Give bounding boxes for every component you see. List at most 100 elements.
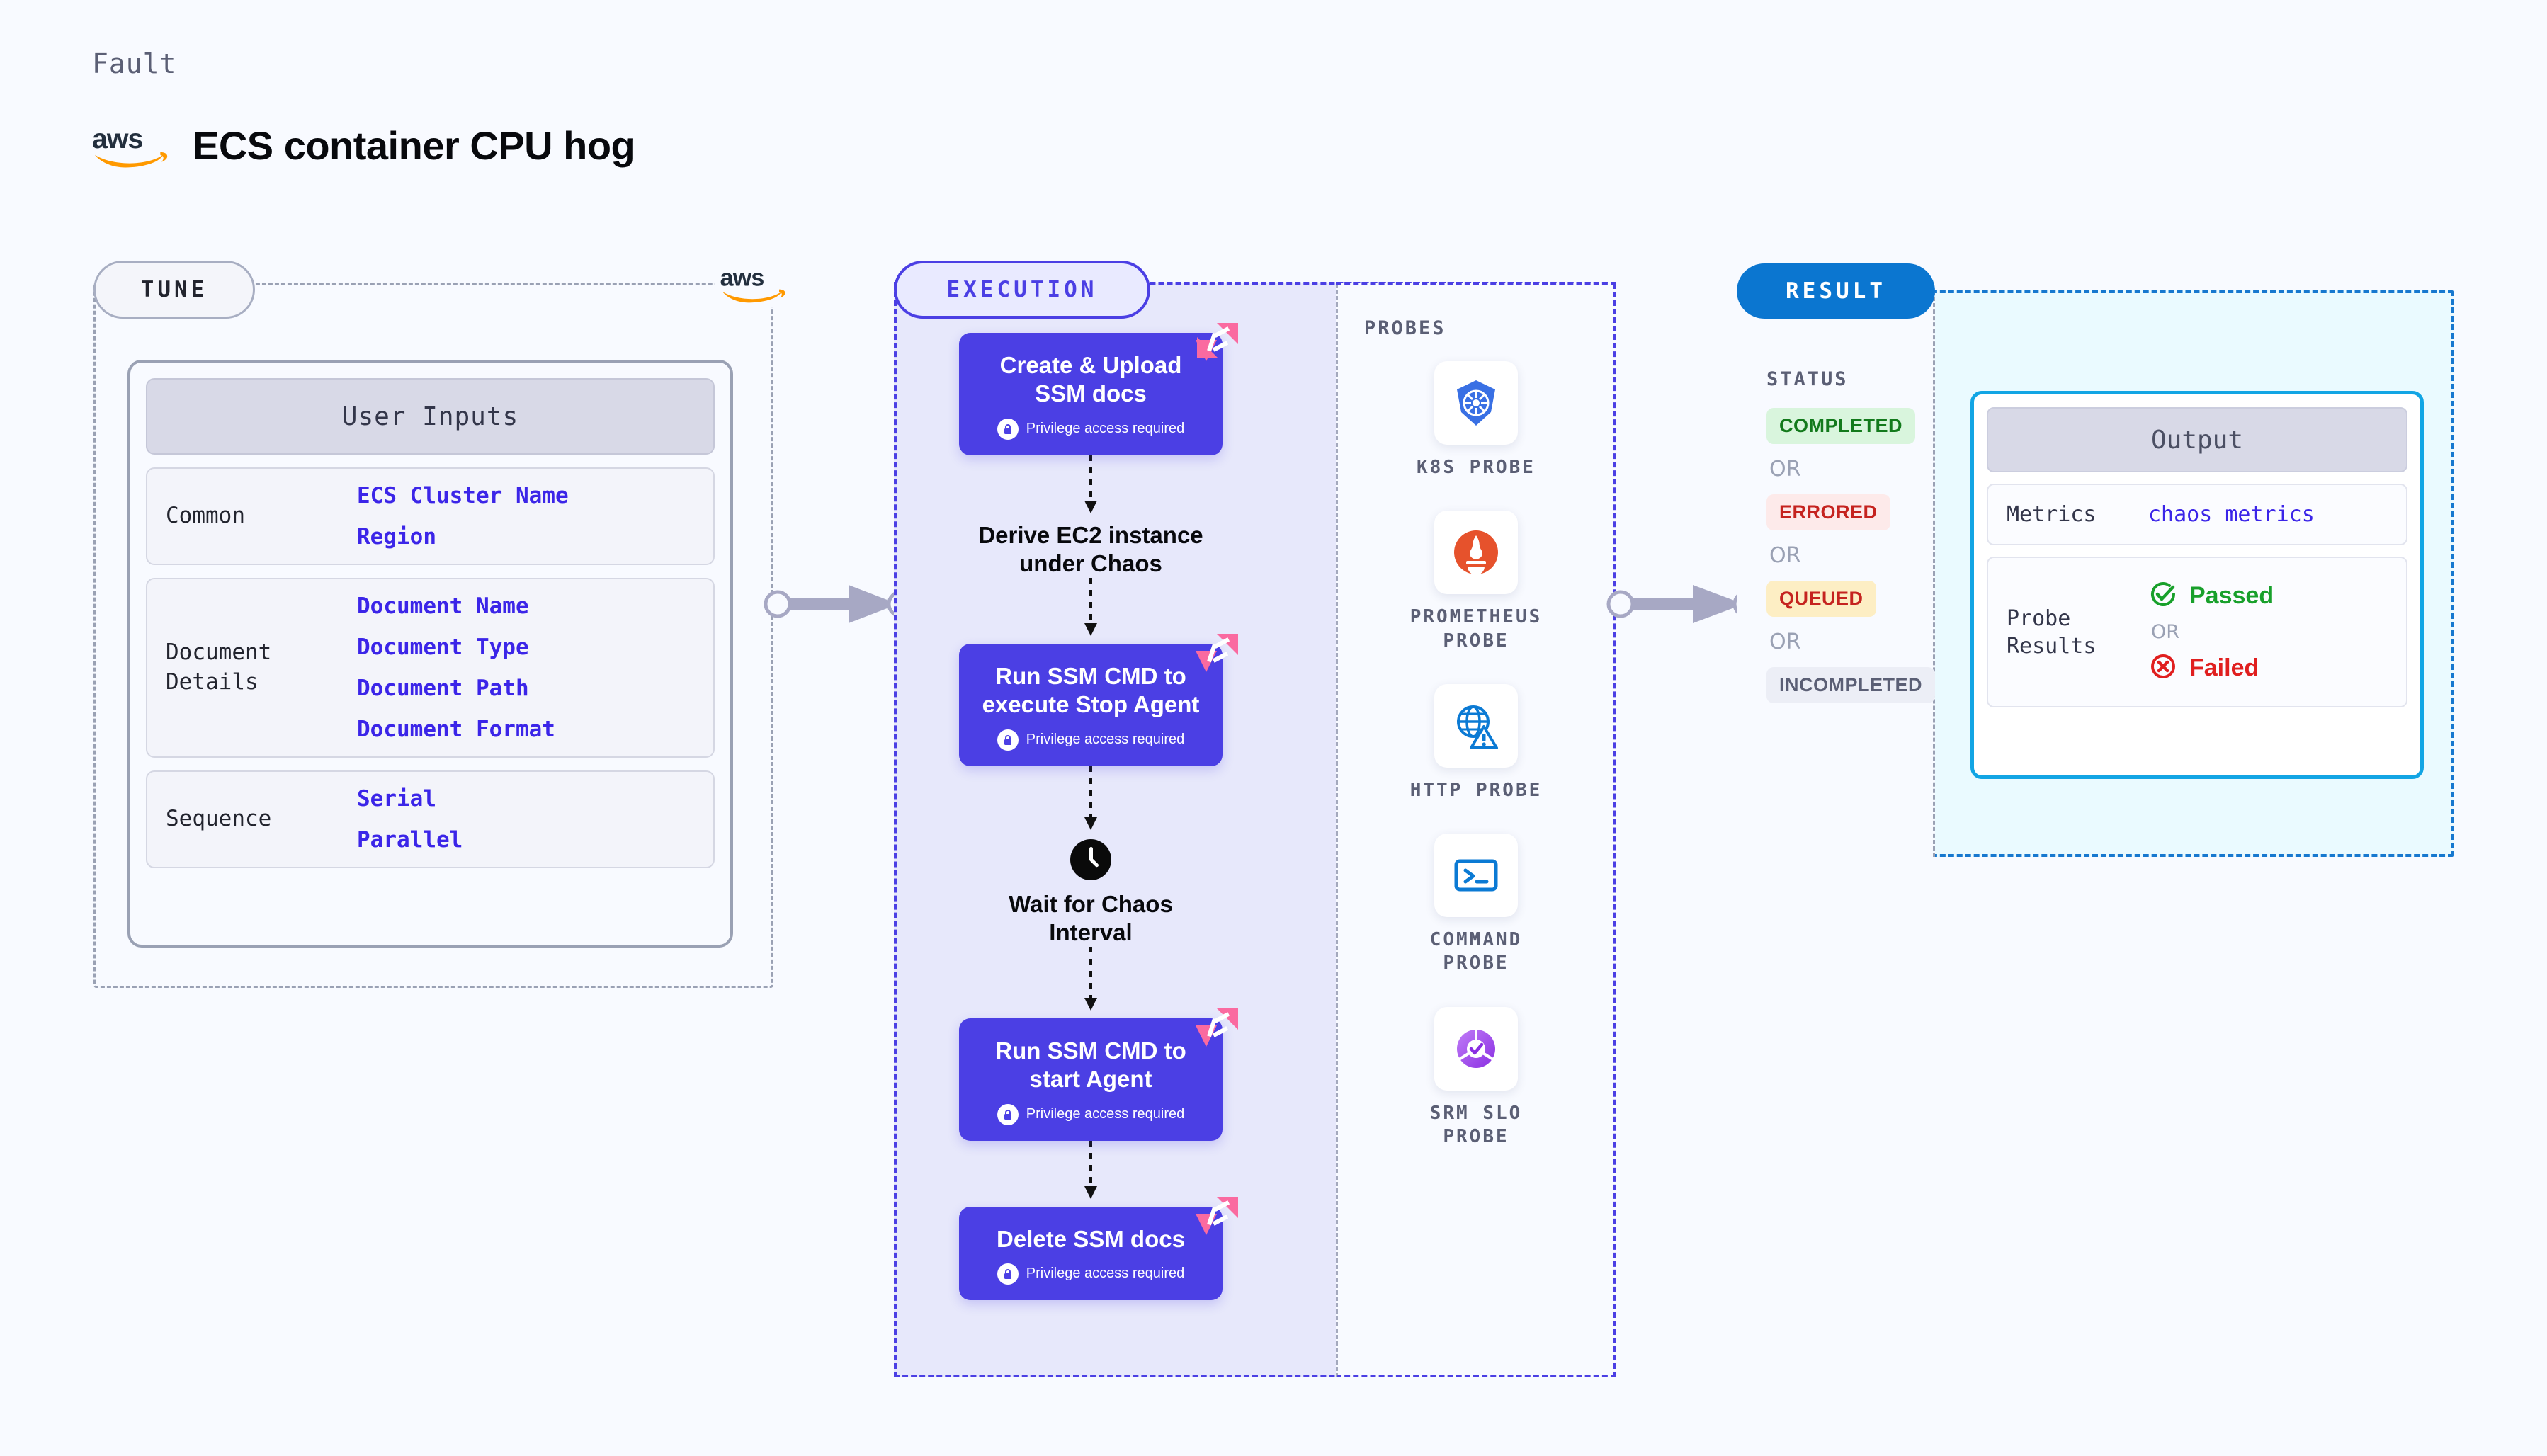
- execution-badge: EXECUTION: [894, 261, 1150, 319]
- status-badge-queued: QUEUED: [1766, 581, 1876, 617]
- probes-panel-top-border: [1336, 282, 1616, 286]
- privilege-note-label: Privilege access required: [1026, 421, 1185, 436]
- lock-icon: [997, 1263, 1019, 1285]
- result-badge: RESULT: [1737, 263, 1935, 319]
- probe-name: HTTP PROBE: [1409, 779, 1543, 801]
- execution-panel-top-border: [894, 282, 1616, 286]
- prometheus-icon: [1434, 511, 1518, 595]
- tune-panel: [93, 283, 773, 988]
- tune-aws-logo-icon: aws: [715, 261, 795, 307]
- harness-ribbon-icon: [1190, 1190, 1244, 1244]
- user-inputs-card: User Inputs Common ECS Cluster Name Regi…: [127, 360, 733, 948]
- status-label: STATUS: [1766, 368, 1849, 390]
- output-metrics-value[interactable]: chaos metrics: [2148, 502, 2315, 527]
- input-group-values: Serial Parallel: [357, 786, 463, 853]
- lock-icon: [997, 1103, 1019, 1125]
- execution-step-title: Delete SSM docs: [997, 1225, 1185, 1252]
- privilege-note: Privilege access required: [973, 1103, 1208, 1125]
- input-value[interactable]: Document Type: [357, 635, 529, 660]
- execution-step-title: Run SSM CMD to execute Stop Agent: [982, 663, 1200, 718]
- user-inputs-title: User Inputs: [146, 378, 715, 455]
- status-badge-incompleted: INCOMPLETED: [1766, 667, 1936, 703]
- or-separator: OR: [2151, 621, 2180, 643]
- input-value[interactable]: Document Name: [357, 593, 529, 619]
- execution-step-run-ssm-start-agent[interactable]: Run SSM CMD to start Agent Privilege acc…: [959, 1008, 1238, 1141]
- probe-item-http[interactable]: HTTP PROBE: [1370, 683, 1582, 802]
- flow-arrow-icon: [1080, 766, 1101, 838]
- privilege-note-label: Privilege access required: [1026, 1106, 1185, 1122]
- status-badge-errored: ERRORED: [1766, 494, 1890, 530]
- page-title: ECS container CPU hog: [193, 123, 635, 168]
- privilege-note: Privilege access required: [973, 418, 1208, 440]
- input-group-common: Common ECS Cluster Name Region: [146, 467, 715, 565]
- probe-result-failed-label: Failed: [2189, 654, 2259, 681]
- input-value[interactable]: Parallel: [357, 827, 463, 853]
- harness-ribbon-icon: [1190, 627, 1244, 681]
- cross-circle-icon: [2148, 652, 2178, 685]
- flow-arrow-icon: [1080, 455, 1101, 521]
- harness-ribbon-icon: [1190, 316, 1244, 370]
- execution-step-create-upload-ssm-docs[interactable]: Create & Upload SSM docs Privilege acces…: [959, 323, 1238, 455]
- execution-step-title: Create & Upload SSM docs: [999, 352, 1182, 407]
- privilege-note: Privilege access required: [973, 1263, 1208, 1285]
- privilege-note: Privilege access required: [973, 729, 1208, 751]
- svg-text:aws: aws: [720, 265, 764, 292]
- aws-logo-icon: aws: [91, 124, 174, 168]
- input-value[interactable]: Document Format: [357, 717, 555, 742]
- or-separator: OR: [1769, 630, 1801, 654]
- input-group-label: Sequence: [166, 806, 272, 832]
- connector-tune-to-execution: [764, 579, 915, 629]
- or-separator: OR: [1769, 543, 1801, 568]
- lock-icon: [997, 418, 1019, 440]
- flow-arrow-icon: [1080, 578, 1101, 644]
- probe-result-passed: Passed: [2148, 579, 2274, 613]
- input-value[interactable]: ECS Cluster Name: [357, 483, 569, 508]
- probe-result-passed-label: Passed: [2189, 582, 2274, 609]
- or-separator: OR: [1769, 457, 1801, 482]
- input-value[interactable]: Serial: [357, 786, 436, 812]
- globe-warning-icon: [1434, 683, 1518, 768]
- status-column: [1737, 290, 1935, 857]
- probe-result-failed: Failed: [2148, 652, 2274, 685]
- output-probe-results-values: Passed OR Failed: [2148, 579, 2274, 685]
- input-value[interactable]: Region: [357, 524, 436, 550]
- svg-text:aws: aws: [92, 124, 142, 154]
- slo-donut-check-icon: [1434, 1006, 1518, 1091]
- lock-icon: [997, 729, 1019, 751]
- flow-arrow-icon: [1080, 947, 1101, 1018]
- input-group-values: Document Name Document Type Document Pat…: [357, 593, 555, 742]
- probe-item-k8s[interactable]: K8S PROBE: [1370, 361, 1582, 479]
- tune-badge: TUNE: [93, 261, 255, 319]
- probe-name: K8S PROBE: [1417, 457, 1536, 478]
- execution-step-delete-ssm-docs[interactable]: Delete SSM docs Privilege access require…: [959, 1196, 1238, 1300]
- check-circle-icon: [2148, 579, 2178, 613]
- output-metrics-label: Metrics: [2007, 502, 2097, 527]
- input-group-sequence: Sequence Serial Parallel: [146, 770, 715, 868]
- page-kicker: Fault: [92, 48, 177, 79]
- execution-step-run-ssm-stop-agent[interactable]: Run SSM CMD to execute Stop Agent Privil…: [959, 634, 1238, 766]
- privilege-note-label: Privilege access required: [1026, 1266, 1185, 1282]
- status-list: COMPLETED OR ERRORED OR QUEUED OR INCOMP…: [1766, 408, 1936, 703]
- execution-step-title: Run SSM CMD to start Agent: [995, 1037, 1186, 1093]
- harness-ribbon-icon: [1190, 1001, 1244, 1055]
- execution-flow: Create & Upload SSM docs Privilege acces…: [949, 323, 1238, 1300]
- input-value[interactable]: Document Path: [357, 676, 529, 701]
- input-group-values: ECS Cluster Name Region: [357, 483, 569, 550]
- kubernetes-icon: [1434, 361, 1518, 445]
- probes-label: PROBES: [1364, 317, 1446, 339]
